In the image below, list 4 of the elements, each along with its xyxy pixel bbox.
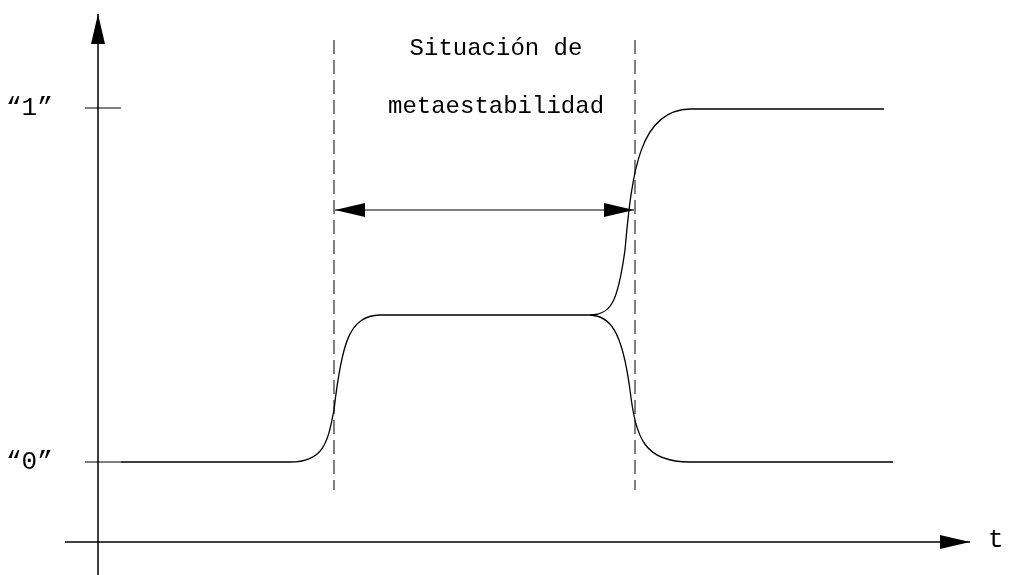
annotation-text: Situación de metaestabilidad — [388, 34, 605, 122]
level-label: “0” — [6, 447, 53, 477]
level-label: “1” — [6, 93, 53, 123]
axis-label: t — [988, 525, 1004, 555]
